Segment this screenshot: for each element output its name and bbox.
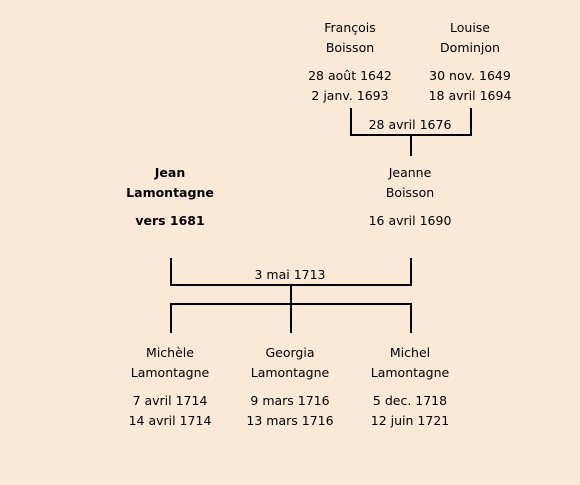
birth-date: 30 nov. 1649	[429, 68, 511, 83]
person-michele-lamontagne: Michèle Lamontagne 7 avril 1714 14 avril…	[100, 343, 240, 431]
last-name: Lamontagne	[370, 365, 450, 380]
child-drop-center	[290, 303, 292, 333]
birth-date: 7 avril 1714	[132, 393, 208, 408]
first-name: Louise	[450, 20, 490, 35]
death-date: 2 janv. 1693	[311, 88, 389, 103]
person-louise-dominjon: Louise Dominjon 30 nov. 1649 18 avril 16…	[400, 18, 540, 106]
first-name: Michel	[389, 345, 431, 360]
birth-date: vers 1681	[135, 213, 205, 228]
birth-date: 9 mars 1716	[250, 393, 330, 408]
couple-right-leg	[410, 258, 412, 286]
person-michel-lamontagne: Michel Lamontagne 5 dec. 1718 12 juin 17…	[340, 343, 480, 431]
death-date: 18 avril 1694	[428, 88, 512, 103]
person-georgia-lamontagne: Georgia Lamontagne 9 mars 1716 13 mars 1…	[220, 343, 360, 431]
first-name: Michèle	[146, 345, 194, 360]
first-name: Jeanne	[388, 165, 432, 180]
last-name: Boisson	[385, 185, 435, 200]
death-date: 14 avril 1714	[128, 413, 212, 428]
first-name: Georgia	[265, 345, 315, 360]
birth-date: 5 dec. 1718	[372, 393, 448, 408]
birth-date: 16 avril 1690	[368, 213, 452, 228]
marriage-date-parents: 28 avril 1676	[368, 117, 452, 132]
last-name: Lamontagne	[130, 365, 210, 380]
last-name: Lamontagne	[126, 185, 214, 200]
marriage-date-couple: 3 mai 1713	[254, 267, 326, 282]
birth-date: 28 août 1642	[308, 68, 392, 83]
person-francois-boisson: François Boisson 28 août 1642 2 janv. 16…	[280, 18, 420, 106]
child-drop-right	[410, 303, 412, 333]
bracket-right-leg	[470, 108, 472, 136]
couple-stem	[290, 284, 292, 304]
death-date: 13 mars 1716	[246, 413, 334, 428]
bracket-stem	[410, 134, 412, 156]
first-name: Jean	[154, 165, 186, 180]
person-jean-lamontagne: Jean Lamontagne vers 1681	[100, 163, 240, 231]
couple-left-leg	[170, 258, 172, 286]
last-name: Dominjon	[440, 40, 500, 55]
person-jeanne-boisson: Jeanne Boisson 16 avril 1690	[340, 163, 480, 231]
last-name: Lamontagne	[250, 365, 330, 380]
first-name: François	[324, 20, 376, 35]
child-drop-left	[170, 303, 172, 333]
death-date: 12 juin 1721	[370, 413, 450, 428]
last-name: Boisson	[325, 40, 375, 55]
bracket-left-leg	[350, 108, 352, 136]
